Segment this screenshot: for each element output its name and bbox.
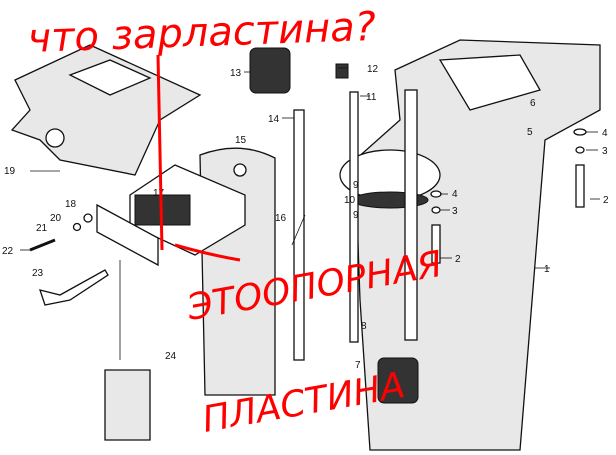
rod-14 [294,110,304,360]
svg-text:17: 17 [153,188,165,199]
svg-text:9: 9 [353,210,359,221]
svg-text:7: 7 [355,360,361,371]
svg-text:13: 13 [230,68,242,79]
svg-text:2: 2 [455,254,461,265]
svg-text:3: 3 [452,206,458,217]
washer-4b [431,191,441,197]
svg-text:2: 2 [603,195,609,206]
svg-text:19: 19 [4,166,16,177]
svg-text:12: 12 [367,64,379,75]
column-hole [234,164,246,176]
svg-text:9: 9 [353,180,359,191]
annotation-question: что зарластина? [27,4,377,62]
gear-13 [250,48,290,93]
washer-20 [84,214,92,222]
svg-text:18: 18 [65,199,77,210]
gasket-hole [46,129,64,147]
svg-text:8: 8 [361,321,367,332]
svg-text:10: 10 [344,195,356,206]
svg-text:23: 23 [32,268,44,279]
svg-text:15: 15 [235,135,247,146]
svg-text:20: 20 [50,213,62,224]
svg-text:6: 6 [530,98,536,109]
shaft-8 [405,90,417,340]
washer-3 [576,147,584,153]
svg-text:14: 14 [268,114,280,125]
svg-text:3: 3 [602,146,608,157]
svg-text:21: 21 [36,223,48,234]
svg-text:4: 4 [602,128,608,139]
part-12 [336,64,348,78]
svg-text:11: 11 [366,92,377,103]
bracket-23 [40,270,108,305]
bolt-22 [30,240,55,250]
washer-3b [432,207,440,213]
svg-text:1: 1 [544,264,550,275]
svg-text:24: 24 [165,351,177,362]
svg-text:5: 5 [527,127,533,138]
washer-4 [574,129,586,135]
bolt-2 [576,165,584,207]
svg-text:22: 22 [2,246,14,257]
mechanism-24 [105,370,150,440]
svg-text:16: 16 [275,213,287,224]
svg-text:4: 4 [452,189,458,200]
nut-21 [74,224,81,231]
